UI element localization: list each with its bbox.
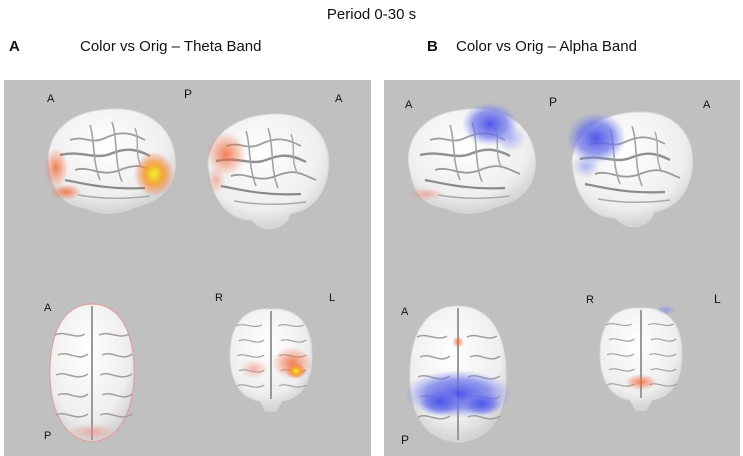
panel-a-brain-right-lateral [206,113,330,229]
panel-b-title: Color vs Orig – Alpha Band [456,38,637,55]
panel-a-label-l: L [329,292,336,304]
panel-b-label-a-1: A [405,99,413,111]
panel-a-label-a-1: A [47,93,55,105]
panel-a-brain-posterior [229,308,313,412]
panel-a-letter: A [9,38,20,55]
panel-a-label-r: R [215,292,223,304]
panel-b-background: A P A A P R L [384,80,740,456]
panel-b-brain-posterior [599,305,683,411]
panel-a-label-p-1: P [184,87,193,101]
panel-a-label-a-3: A [44,302,52,314]
panel-b-brain-top [404,305,512,443]
panel-a-background: A P A A P R L [4,80,371,456]
panel-b-label-p-2: P [401,433,410,447]
panel-b-brain-left-lateral [407,102,536,214]
panel-a-label-p-2: P [44,430,52,442]
figure-title: Period 0-30 s [326,6,417,23]
panel-b-label-a-3: A [401,306,409,318]
panel-b-label-r: R [586,294,594,306]
panel-b-label-a-2: A [703,99,711,111]
panel-a-brain-left-lateral [44,108,176,214]
panel-a-title: Color vs Orig – Theta Band [80,38,262,55]
panel-b-label-l: L [714,292,721,306]
panel-b-brain-right-lateral [566,111,694,227]
panel-a-label-a-2: A [335,93,343,105]
panel-b-label-p-1: P [549,95,558,109]
panel-b-letter: B [427,38,438,55]
panel-a-brain-top [49,303,135,443]
